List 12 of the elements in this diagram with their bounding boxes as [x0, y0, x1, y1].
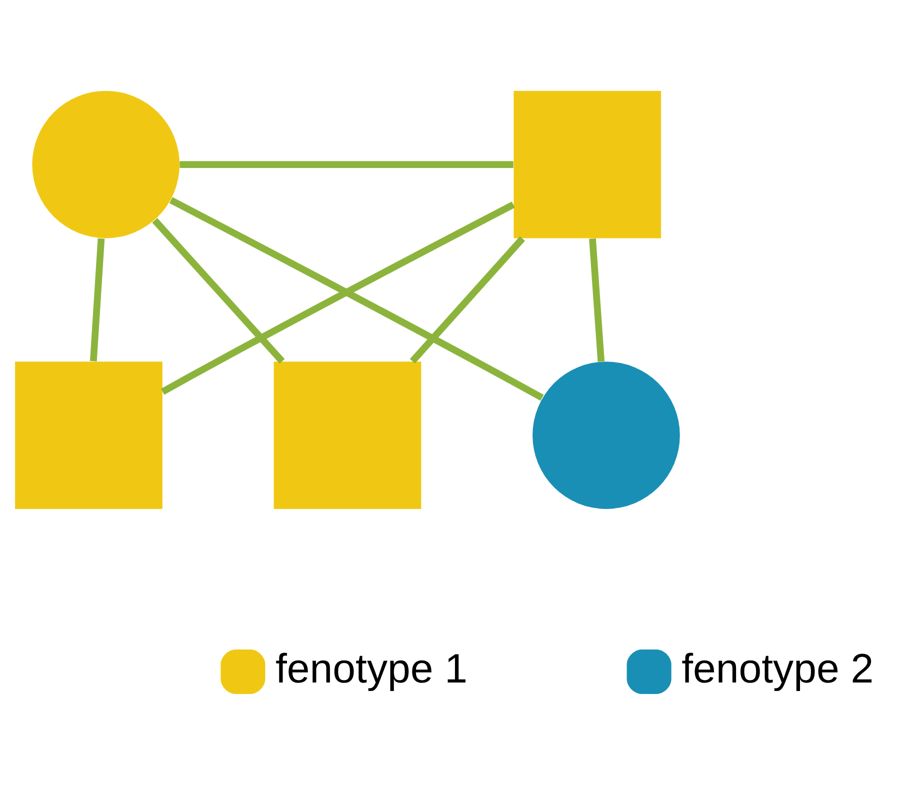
connector	[180, 160, 514, 168]
node-circle	[32, 90, 180, 238]
node-box	[514, 90, 662, 238]
legend-label: fenotype 1	[276, 644, 468, 691]
connector	[152, 218, 285, 364]
node-box	[15, 361, 162, 508]
legend-label: fenotype 2	[682, 644, 874, 691]
connector	[589, 238, 605, 362]
connector	[90, 238, 105, 361]
node-circle	[532, 361, 680, 508]
node-box	[274, 361, 422, 508]
connector	[410, 236, 525, 363]
